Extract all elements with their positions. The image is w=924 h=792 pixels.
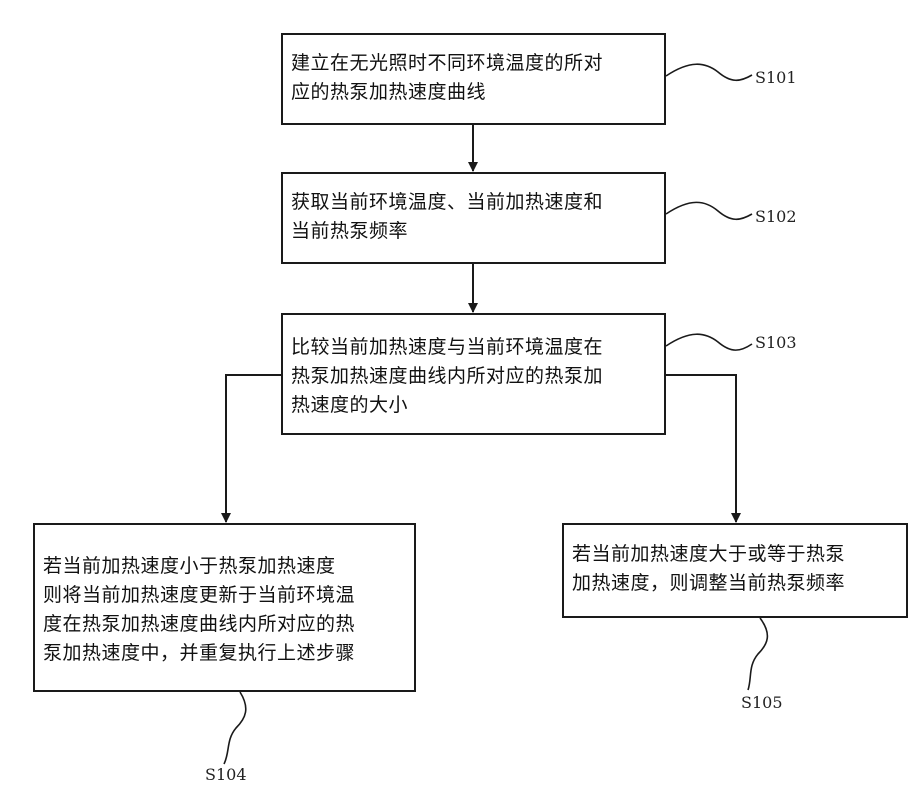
leader-curve-s105 — [748, 618, 767, 690]
step-s105-text-line: 加热速度，则调整当前热泵频率 — [572, 569, 906, 598]
leader-curve-s102 — [666, 202, 752, 219]
leader-curve-s103 — [666, 334, 752, 350]
leader-curve-s104 — [224, 692, 246, 764]
step-s103-text-line: 热速度的大小 — [291, 391, 664, 420]
step-s104-text-line: 度在热泵加热速度曲线内所对应的热 — [43, 610, 414, 639]
step-s105-text-line: 若当前加热速度大于或等于热泵 — [572, 540, 906, 569]
step-s102-text-line: 当前热泵频率 — [291, 217, 664, 246]
step-s103-box: 比较当前加热速度与当前环境温度在 热泵加热速度曲线内所对应的热泵加 热速度的大小 — [281, 313, 666, 435]
step-label-s104: S104 — [205, 765, 247, 784]
step-s104-box: 若当前加热速度小于热泵加热速度 则将当前加热速度更新于当前环境温 度在热泵加热速… — [33, 523, 416, 692]
step-label-s102: S102 — [755, 207, 797, 226]
step-s101-text-line: 应的热泵加热速度曲线 — [291, 78, 664, 107]
step-s104-text-line: 泵加热速度中，并重复执行上述步骤 — [43, 639, 414, 668]
step-s101-text-line: 建立在无光照时不同环境温度的所对 — [291, 49, 664, 78]
step-s101-box: 建立在无光照时不同环境温度的所对 应的热泵加热速度曲线 — [281, 33, 666, 125]
step-s104-text-line: 若当前加热速度小于热泵加热速度 — [43, 552, 414, 581]
step-s103-text-line: 热泵加热速度曲线内所对应的热泵加 — [291, 362, 664, 391]
step-s102-text-line: 获取当前环境温度、当前加热速度和 — [291, 188, 664, 217]
step-s102-box: 获取当前环境温度、当前加热速度和 当前热泵频率 — [281, 172, 666, 264]
step-s105-box: 若当前加热速度大于或等于热泵 加热速度，则调整当前热泵频率 — [562, 523, 908, 618]
arrow-s103-to-s105 — [666, 375, 736, 522]
leader-curve-s101 — [666, 64, 752, 80]
step-label-s105: S105 — [741, 693, 783, 712]
step-label-s101: S101 — [755, 68, 797, 87]
step-label-s103: S103 — [755, 333, 797, 352]
step-s104-text-line: 则将当前加热速度更新于当前环境温 — [43, 581, 414, 610]
step-s103-text-line: 比较当前加热速度与当前环境温度在 — [291, 333, 664, 362]
arrow-s103-to-s104 — [226, 375, 281, 522]
